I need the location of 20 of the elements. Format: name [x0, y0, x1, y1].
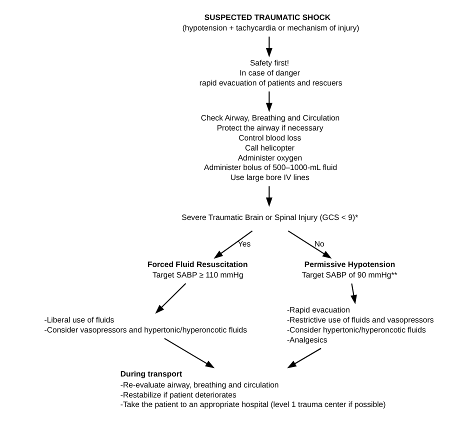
arrow: [154, 283, 186, 314]
arrow: [164, 338, 214, 368]
arrow: [286, 348, 321, 368]
node-text: -Rapid evacuation -Restrictive use of fluids and vasopressors -Consider hypertonic/hyperoncotic fluids -Analgesics: [286, 306, 434, 344]
node-text: Severe Traumatic Brain or Spinal Injury (GCS < 9)*: [181, 213, 358, 222]
edge-label: No: [314, 239, 324, 248]
node-text: During transport -Re-evaluate airway, breathing and circulation -Restabilize if patient deteriorates -Take the patient to an appropriate hospital (level 1 trauma center if possible): [120, 370, 386, 410]
arrow: [287, 230, 332, 259]
edge-label: Yes: [237, 239, 250, 248]
arrow: [350, 283, 356, 304]
node-text: SUSPECTED TRAUMATIC SHOCK (hypotension + tachycardia or mechanism of injury): [182, 13, 359, 33]
node-text: Safety first! In case of danger rapid evacuation of patients and rescuers: [198, 58, 342, 88]
node-text: Check Airway, Breathing and Circulation Protect the airway if necessary Control blood loss Call helicopter Administer oxygen Administer bolus of 500–1000-mL fluid Use large bore IV lines: [200, 113, 340, 182]
arrow: [265, 91, 272, 112]
node-text: Forced Fluid Resuscitation Target SABP ≥ 110 mmHg: [146, 260, 248, 280]
arrow: [265, 36, 272, 58]
arrow: [213, 230, 252, 259]
node-text: -Liberal use of fluids -Consider vasopressors and hypertonic/hyperoncotic fluids: [44, 316, 247, 335]
node-text: Permissive Hypotension Target SABP of 90 mmHg**: [301, 260, 397, 280]
arrow: [265, 186, 272, 207]
